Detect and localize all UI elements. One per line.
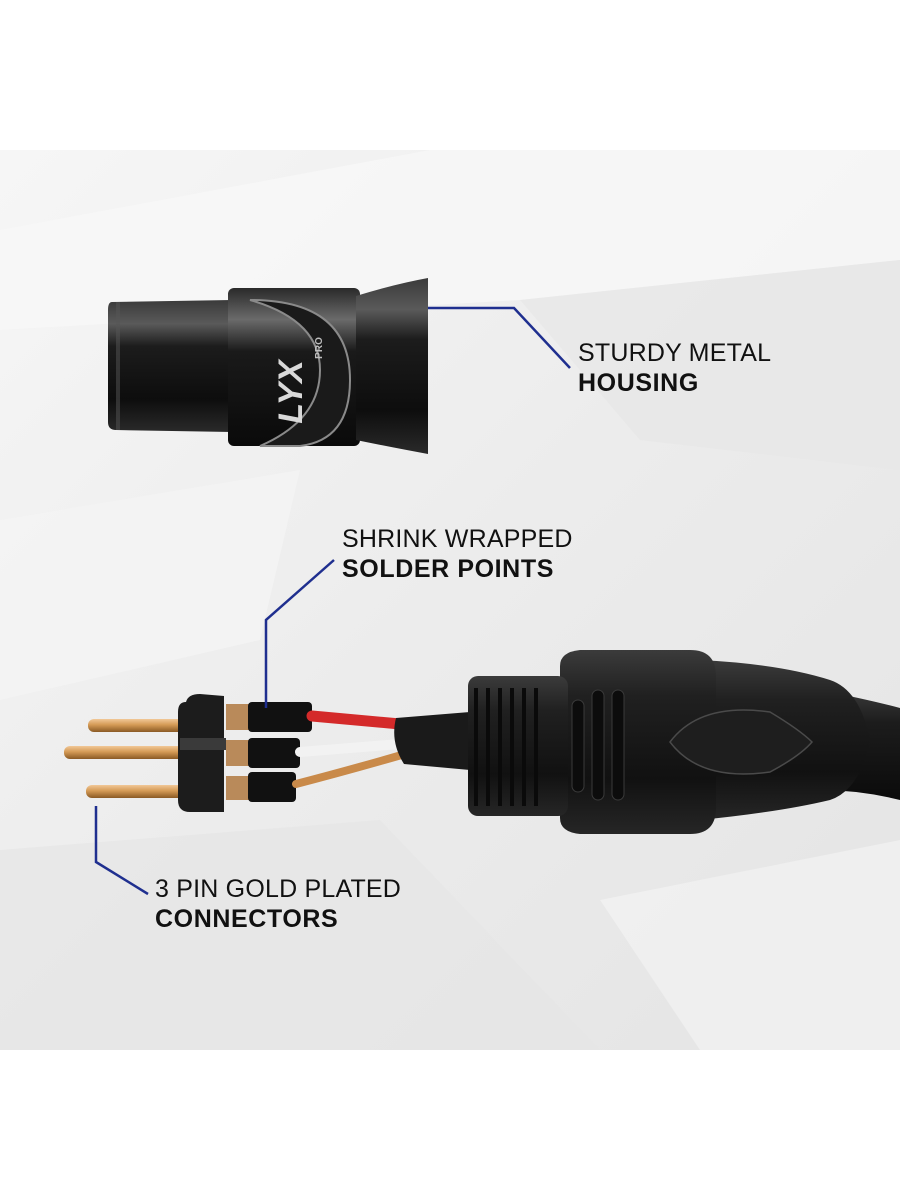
callout-connectors: 3 PIN GOLD PLATED CONNECTORS <box>155 874 401 934</box>
callout-solder-line2: SOLDER POINTS <box>342 555 554 583</box>
callout-line-housing <box>428 306 571 369</box>
xlr-pin-insert <box>64 694 470 812</box>
callout-line-solder <box>264 559 335 708</box>
callout-housing: STURDY METAL HOUSING <box>578 338 771 398</box>
backdrop-facet <box>0 470 300 700</box>
brand-logo-sub: PRO <box>314 337 325 359</box>
callout-connectors-line2: CONNECTORS <box>155 905 339 933</box>
callout-line-connectors <box>94 806 149 896</box>
brand-logo: LYX <box>272 358 310 424</box>
xlr-connector-body <box>468 650 900 834</box>
callout-solder-points: SHRINK WRAPPED SOLDER POINTS <box>342 524 573 584</box>
callout-housing-line1: STURDY METAL <box>578 339 772 367</box>
backdrop-facet <box>520 260 900 470</box>
backdrop-facet <box>0 150 900 330</box>
callout-connectors-line1: 3 PIN GOLD PLATED <box>155 875 402 903</box>
xlr-female-connector: LYX PRO <box>108 278 428 454</box>
callout-housing-line2: HOUSING <box>578 369 699 397</box>
callout-solder-line1: SHRINK WRAPPED <box>342 525 573 553</box>
backdrop-facet <box>0 820 600 1050</box>
backdrop-facet <box>600 840 900 1050</box>
